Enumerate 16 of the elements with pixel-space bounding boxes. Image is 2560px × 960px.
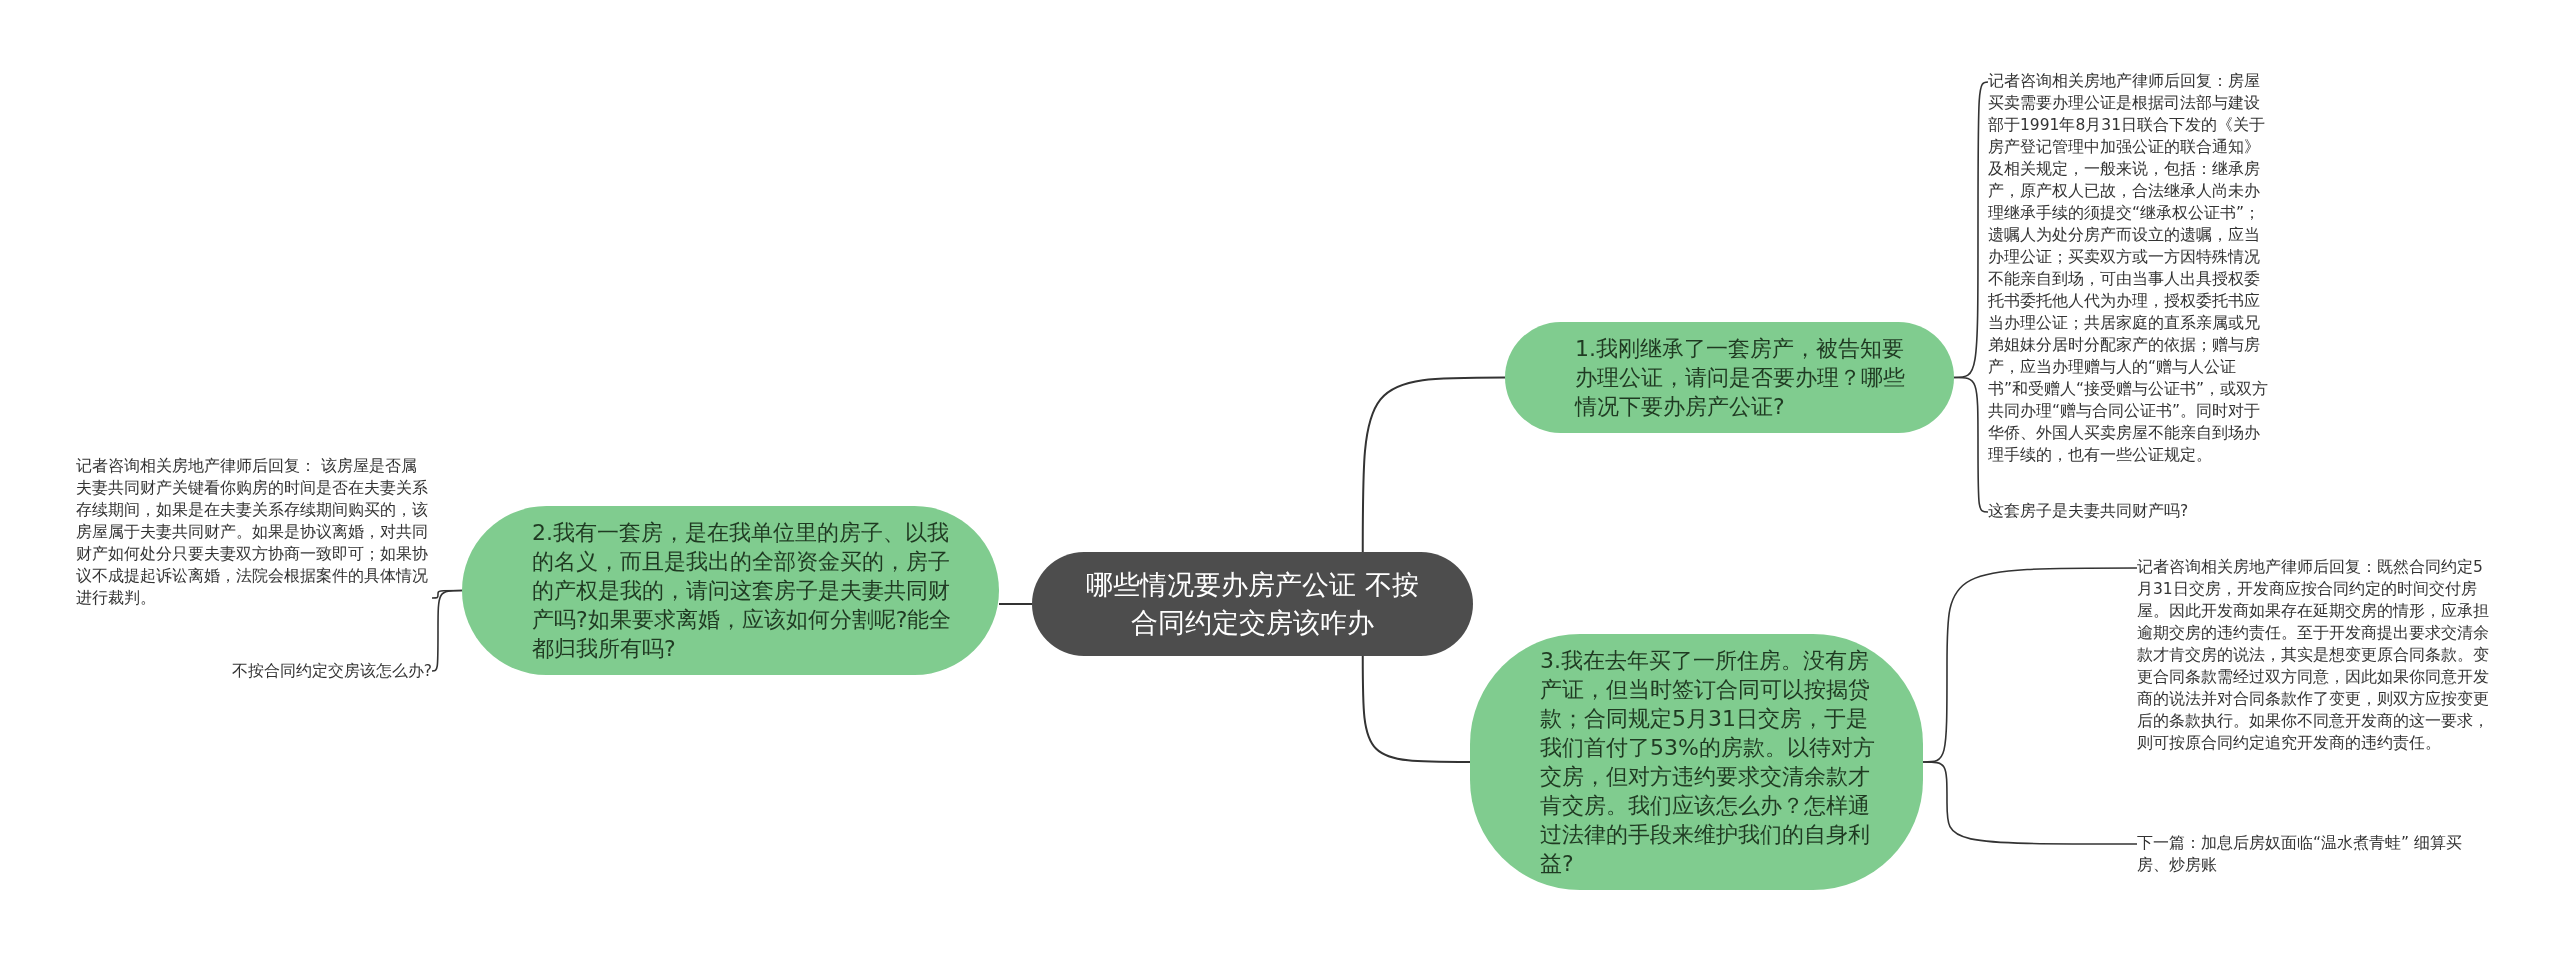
note-text: 这套房子是夫妻共同财产吗?	[1988, 500, 2273, 522]
note-text: 记者咨询相关房地产律师后回复：既然合同约定5月31日交房，开发商应按合同约定的时间交付房屋。因此开发商如果存在延期交房的情形，应承担逾期交房的违约责任。至于开发商提出要求交清余款才肯交房的说法，其实是想变更原合同条款。变更合同条款需经过双方同意，因此如果你同意开发商的说法并对合同条款作了变更，则双方应按变更后的条款执行。如果你不同意开发商的这一要求，则可按原合同约定追究开发商的违约责任。	[2137, 556, 2497, 754]
note-text: 不按合同约定交房该怎么办?	[196, 660, 432, 682]
note-text: 下一篇：加息后房奴面临“温水煮青蛙” 细算买房、炒房账	[2137, 832, 2477, 876]
central-topic: 哪些情况要办房产公证 不按合同约定交房该咋办	[1032, 552, 1473, 656]
note-text: 记者咨询相关房地产律师后回复： 该房屋是否属夫妻共同财产关键看你购房的时间是否在夫妻关系存续期间，如果是在夫妻关系存续期间购买的，该房屋属于夫妻共同财产。如果是协议离婚，对共同财产如何处分只要夫妻双方协商一致即可；如果协议不成提起诉讼离婚，法院会根据案件的具体情况进行裁判。	[76, 455, 432, 609]
connector-line	[1922, 761, 2138, 845]
connector-line	[1361, 376, 1506, 553]
topic-bubble: 2.我有一套房，是在我单位里的房子、以我的名义，而且是我出的全部资金买的，房子的产权是我的，请问这套房子是夫妻共同财产吗?如果要求离婚，应该如何分割呢?能全都归我所有吗?	[462, 506, 999, 675]
connector-line	[998, 603, 1033, 605]
note-text: 记者咨询相关房地产律师后回复：房屋买卖需要办理公证是根据司法部与建设部于1991年8月31日联合下发的《关于房产登记管理中加强公证的联合通知》及相关规定，一般来说，包括：继承房产，原产权人已故，合法继承人尚未办理继承手续的须提交“继承权公证书”；遗嘱人为处分房产而设立的遗嘱，应当办理公证；买卖双方或一方因特殊情况不能亲自到场，可由当事人出具授权委托书委托他人代为办理，授权委托书应当办理公证；共居家庭的直系亲属或兄弟姐妹分居时分配家产的依据；赠与房产，应当办理赠与人的“赠与人公证书”和受赠人“接受赠与公证书”，或双方共同办理“赠与合同公证书”。同时对于华侨、外国人买卖房屋不能亲自到场办理手续的，也有一些公证规定。	[1988, 70, 2273, 466]
topic-bubble: 3.我在去年买了一所住房。没有房产证，但当时签订合同可以按揭贷款；合同规定5月31日交房，于是我们首付了53%的房款。以待对方交房，但对方违约要求交清余款才肯交房。我们应该怎么办？怎样通过法律的手段来维护我们的自身利益?	[1470, 634, 1923, 890]
topic-bubble: 1.我刚继承了一套房产，被告知要办理公证，请问是否要办理？哪些情况下要办房产公证?	[1505, 322, 1954, 433]
connector-line	[431, 589, 463, 672]
connector-line	[1953, 376, 1989, 513]
connector-line	[1361, 655, 1471, 763]
